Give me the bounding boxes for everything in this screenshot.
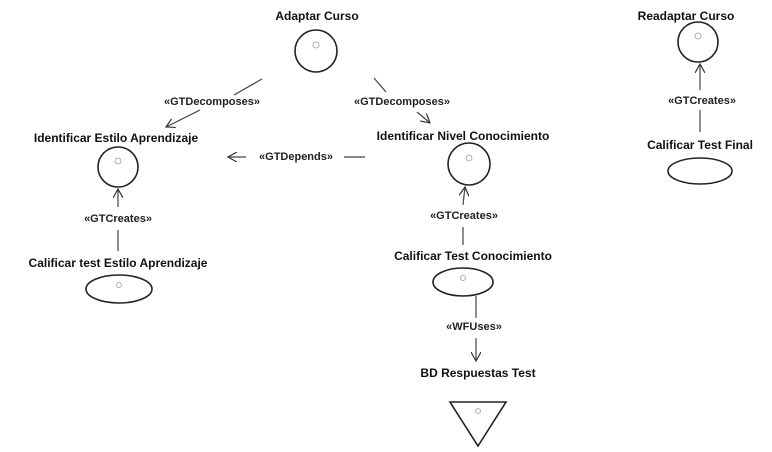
edge-decomposes-left-upper	[233, 78, 263, 96]
edge-label-depends: «GTDepends»	[259, 151, 333, 163]
task-calificar-test-final-icon[interactable]	[667, 157, 733, 185]
edge-label-creates-estilo: «GTCreates»	[84, 213, 152, 225]
edge-label-decomposes-right: «GTDecomposes»	[354, 96, 450, 108]
label-readaptar-curso: Readaptar Curso	[637, 9, 735, 23]
edge-decomposes-right-upper	[373, 77, 387, 93]
edge-creates-nivel-upper	[463, 187, 465, 206]
goal-identificar-nivel-dot	[465, 154, 473, 162]
label-calificar-test-conocimiento: Calificar Test Conocimiento	[394, 249, 552, 263]
goal-adaptar-curso-dot	[312, 41, 320, 49]
task-calificar-test-conocimiento-dot	[460, 275, 466, 281]
edge-label-creates-nivel: «GTCreates»	[430, 210, 498, 222]
task-calificar-test-conocimiento-icon[interactable]	[432, 267, 494, 297]
goal-identificar-estilo-dot	[114, 157, 122, 165]
resource-bd-respuestas-icon[interactable]	[448, 401, 508, 448]
goal-readaptar-curso-dot	[694, 32, 702, 40]
edge-label-creates-final: «GTCreates»	[668, 95, 736, 107]
label-calificar-test-estilo: Calificar test Estilo Aprendizaje	[28, 256, 208, 270]
task-calificar-test-estilo-dot	[116, 282, 122, 288]
goal-readaptar-curso-icon[interactable]	[677, 21, 719, 63]
label-calificar-test-final: Calificar Test Final	[647, 138, 753, 152]
goal-identificar-estilo-icon[interactable]	[97, 146, 139, 188]
label-identificar-nivel: Identificar Nivel Conocimiento	[376, 129, 550, 143]
edge-label-decomposes-left: «GTDecomposes»	[164, 96, 260, 108]
goal-adaptar-curso-icon[interactable]	[294, 29, 338, 73]
edge-label-wfuses: «WFUses»	[446, 321, 502, 333]
label-adaptar-curso: Adaptar Curso	[275, 9, 359, 23]
edge-decomposes-left-lower	[166, 109, 201, 127]
label-bd-respuestas: BD Respuestas Test	[420, 366, 536, 380]
task-calificar-test-estilo-icon[interactable]	[85, 274, 153, 304]
goal-identificar-nivel-icon[interactable]	[447, 142, 491, 186]
resource-bd-respuestas-dot	[475, 408, 481, 414]
edge-decomposes-right-lower	[416, 111, 430, 123]
label-identificar-estilo: Identificar Estilo Aprendizaje	[33, 131, 199, 145]
